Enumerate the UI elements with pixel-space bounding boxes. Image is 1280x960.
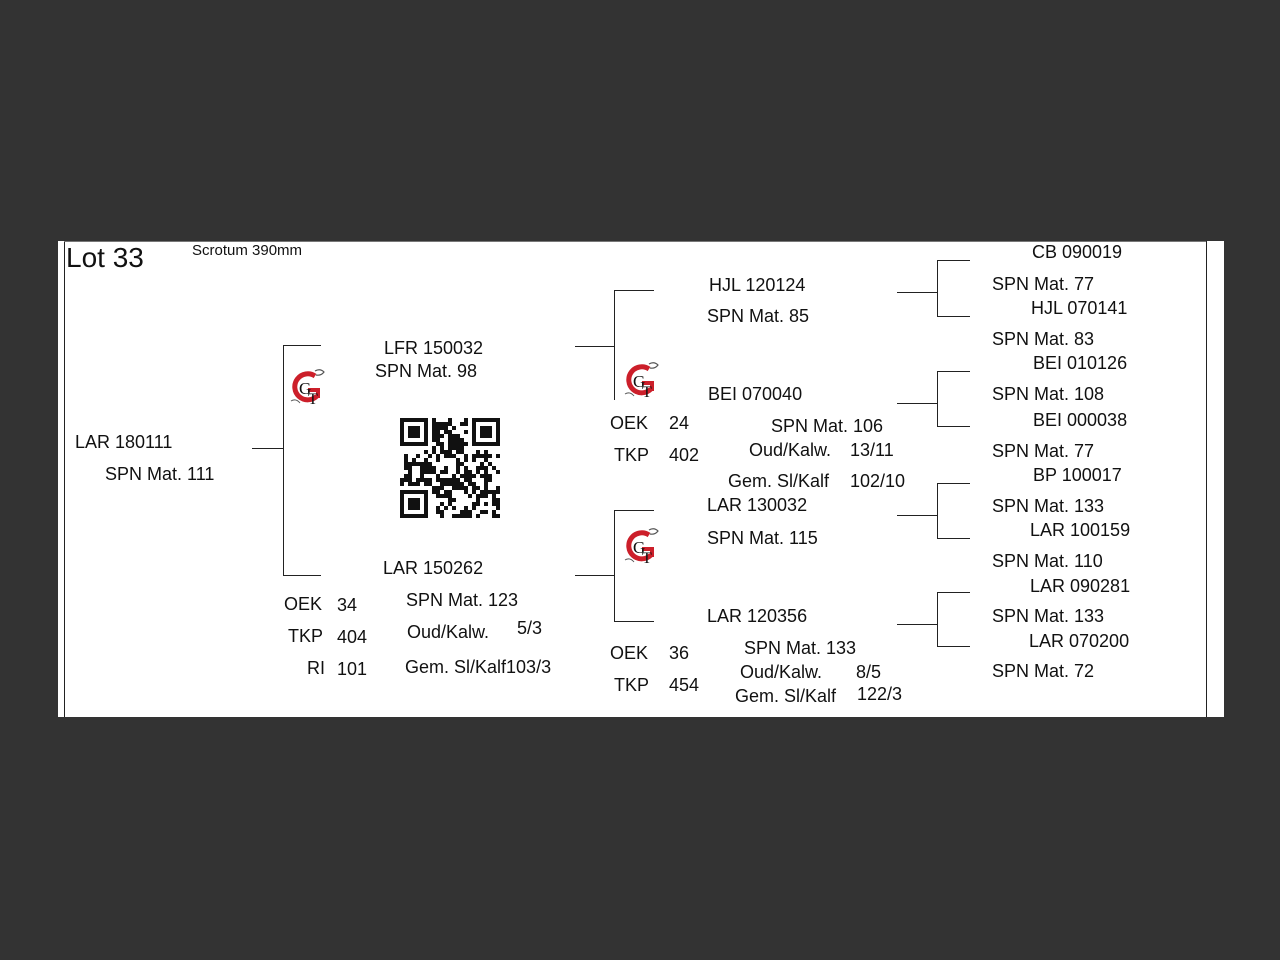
top-border <box>64 241 1206 242</box>
gen3-bracket <box>937 371 938 427</box>
ds-tick <box>614 510 654 511</box>
left-border <box>64 241 65 717</box>
gen3-bracket <box>937 592 938 647</box>
gen3-mat: SPN Mat. 108 <box>992 384 1105 404</box>
gen3-id: BEI 010126 <box>1033 353 1128 373</box>
gen3-id: HJL 070141 <box>1031 298 1128 318</box>
dam-tick <box>283 575 321 576</box>
sd-id: BEI 070040 <box>708 384 803 404</box>
subject-id: LAR 180111 <box>75 432 173 452</box>
gen3-tick <box>937 426 970 427</box>
gen3-id: LAR 070200 <box>1029 631 1130 651</box>
gen3-connector <box>897 624 937 625</box>
dam-side-oek-value: 36 <box>669 643 690 663</box>
dam-side-oek-label: OEK <box>610 643 649 663</box>
gen3-id: LAR 100159 <box>1030 520 1131 540</box>
dam-side-tkp-label: TKP <box>614 675 650 695</box>
ss-mat: SPN Mat. 85 <box>707 306 810 326</box>
sire-side-bracket <box>614 290 615 400</box>
gen3-tick <box>937 260 970 261</box>
subject-mat: SPN Mat. 111 <box>105 464 215 484</box>
gen3-mat: SPN Mat. 133 <box>992 606 1105 626</box>
scrotum-measure: Scrotum 390mm <box>192 242 303 259</box>
sd-oud-label: Oud/Kalw. <box>749 440 832 460</box>
sire-side-tkp-label: TKP <box>614 445 650 465</box>
svg-text:G: G <box>633 372 645 391</box>
dd-oud-value: 8/5 <box>856 662 882 682</box>
gen3-tick <box>937 371 970 372</box>
sire-id: LFR 150032 <box>384 338 484 358</box>
dd-oud-label: Oud/Kalw. <box>740 662 823 682</box>
gen3-mat: SPN Mat. 77 <box>992 441 1095 461</box>
gen3-mat: SPN Mat. 133 <box>992 496 1105 516</box>
gen3-tick <box>937 592 970 593</box>
gen3-mat: SPN Mat. 72 <box>992 661 1095 681</box>
sire-mat: SPN Mat. 98 <box>375 361 478 381</box>
dd-mat: SPN Mat. 133 <box>744 638 857 658</box>
dd-tick <box>614 621 654 622</box>
sd-mat: SPN Mat. 106 <box>771 416 884 436</box>
gen3-connector <box>897 515 937 516</box>
gen3-tick <box>937 646 970 647</box>
pedigree-card: Lot 33 Scrotum 390mm LAR 180111 SPN Mat.… <box>58 241 1224 717</box>
dam-oek-label: OEK <box>284 594 323 614</box>
dd-id: LAR 120356 <box>707 606 808 626</box>
svg-text:G: G <box>633 538 645 557</box>
sire-side-tkp-value: 402 <box>669 445 700 465</box>
dam-ri-value: 101 <box>337 659 368 679</box>
dam-connector <box>575 575 614 576</box>
dam-tkp-value: 404 <box>337 627 368 647</box>
right-border <box>1206 241 1207 717</box>
gen3-tick <box>937 483 970 484</box>
dam-mat: SPN Mat. 123 <box>406 590 519 610</box>
svg-text:T: T <box>642 384 652 401</box>
gen3-bracket <box>937 483 938 539</box>
gen1-bracket <box>283 345 284 576</box>
dam-id: LAR 150262 <box>383 558 484 578</box>
subject-connector <box>252 448 283 449</box>
dam-side-bracket <box>614 510 615 622</box>
dd-gem-value: 122/3 <box>857 684 903 704</box>
gen3-mat: SPN Mat. 77 <box>992 274 1095 294</box>
gen3-id: LAR 090281 <box>1030 576 1131 596</box>
dd-gem-label: Gem. Sl/Kalf <box>735 686 837 706</box>
qr-code-icon <box>400 418 500 523</box>
sd-oud-value: 13/11 <box>850 440 894 460</box>
gen3-id: BEI 000038 <box>1033 410 1128 430</box>
gen3-tick <box>937 316 970 317</box>
dam-oud-value: 5/3 <box>517 618 543 638</box>
dam-side-tkp-value: 454 <box>669 675 700 695</box>
ss-tick <box>614 290 654 291</box>
dam-ri-label: RI <box>307 658 325 678</box>
svg-text:T: T <box>642 550 652 567</box>
ds-id: LAR 130032 <box>707 495 808 515</box>
sire-tick <box>283 345 321 346</box>
sd-gem-value: 102/10 <box>850 471 906 491</box>
ss-id: HJL 120124 <box>709 275 806 295</box>
gen3-connector <box>897 292 937 293</box>
gen3-mat: SPN Mat. 83 <box>992 329 1095 349</box>
dam-gem: Gem. Sl/Kalf103/3 <box>405 657 552 677</box>
svg-text:T: T <box>308 391 318 408</box>
dam-oek-value: 34 <box>337 595 358 615</box>
dam-tkp-label: TKP <box>288 626 324 646</box>
sd-gem-label: Gem. Sl/Kalf <box>728 471 830 491</box>
dam-oud-label: Oud/Kalw. <box>407 622 490 642</box>
svg-text:G: G <box>299 379 311 398</box>
gen3-id: BP 100017 <box>1033 465 1122 485</box>
sire-connector <box>575 346 614 347</box>
gen3-id: CB 090019 <box>1032 242 1123 262</box>
ds-mat: SPN Mat. 115 <box>707 528 818 548</box>
lot-title: Lot 33 <box>66 242 144 273</box>
gen3-connector <box>897 403 937 404</box>
sire-side-oek-label: OEK <box>610 413 649 433</box>
gen3-bracket <box>937 260 938 317</box>
sire-side-oek-value: 24 <box>669 413 690 433</box>
gen3-tick <box>937 538 970 539</box>
gen3-mat: SPN Mat. 110 <box>992 551 1103 571</box>
